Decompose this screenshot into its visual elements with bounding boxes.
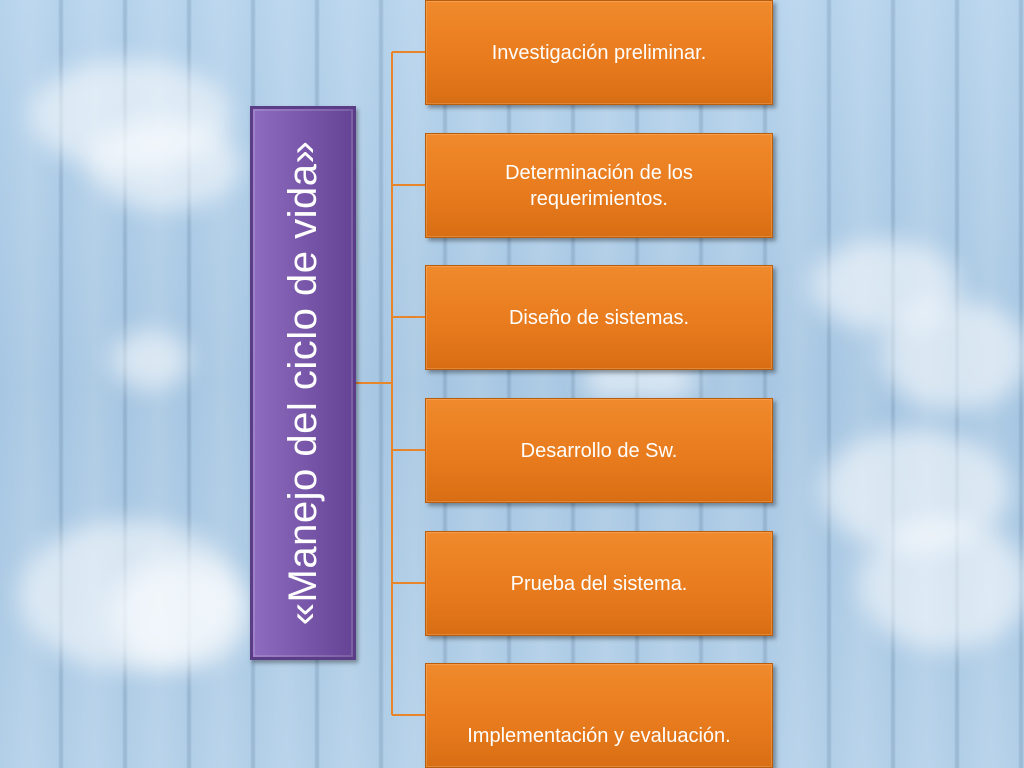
step-node-desarrollo: Desarrollo de Sw. <box>425 398 773 503</box>
root-node: «Manejo del ciclo de vida» <box>250 106 356 660</box>
cloud <box>110 330 190 390</box>
step-node-requerimientos: Determinación de los requerimientos. <box>425 133 773 238</box>
step-label: Determinación de los requerimientos. <box>505 161 693 210</box>
cloud <box>860 520 1024 650</box>
step-label: Prueba del sistema. <box>510 572 688 595</box>
cloud <box>90 120 240 210</box>
cloud <box>110 560 250 670</box>
step-node-diseno: Diseño de sistemas. <box>425 265 773 370</box>
root-label: «Manejo del ciclo de vida» <box>281 140 325 626</box>
step-label: Investigación preliminar. <box>491 41 707 64</box>
step-node-prueba: Prueba del sistema. <box>425 531 773 636</box>
cloud <box>880 300 1024 410</box>
step-label: Diseño de sistemas. <box>508 306 690 329</box>
step-label: Desarrollo de Sw. <box>520 439 678 462</box>
step-node-investigacion: Investigación preliminar. <box>425 0 773 105</box>
step-node-implementacion: Implementación y evaluación. <box>425 663 773 768</box>
step-label: Implementación y evaluación. <box>467 725 731 747</box>
